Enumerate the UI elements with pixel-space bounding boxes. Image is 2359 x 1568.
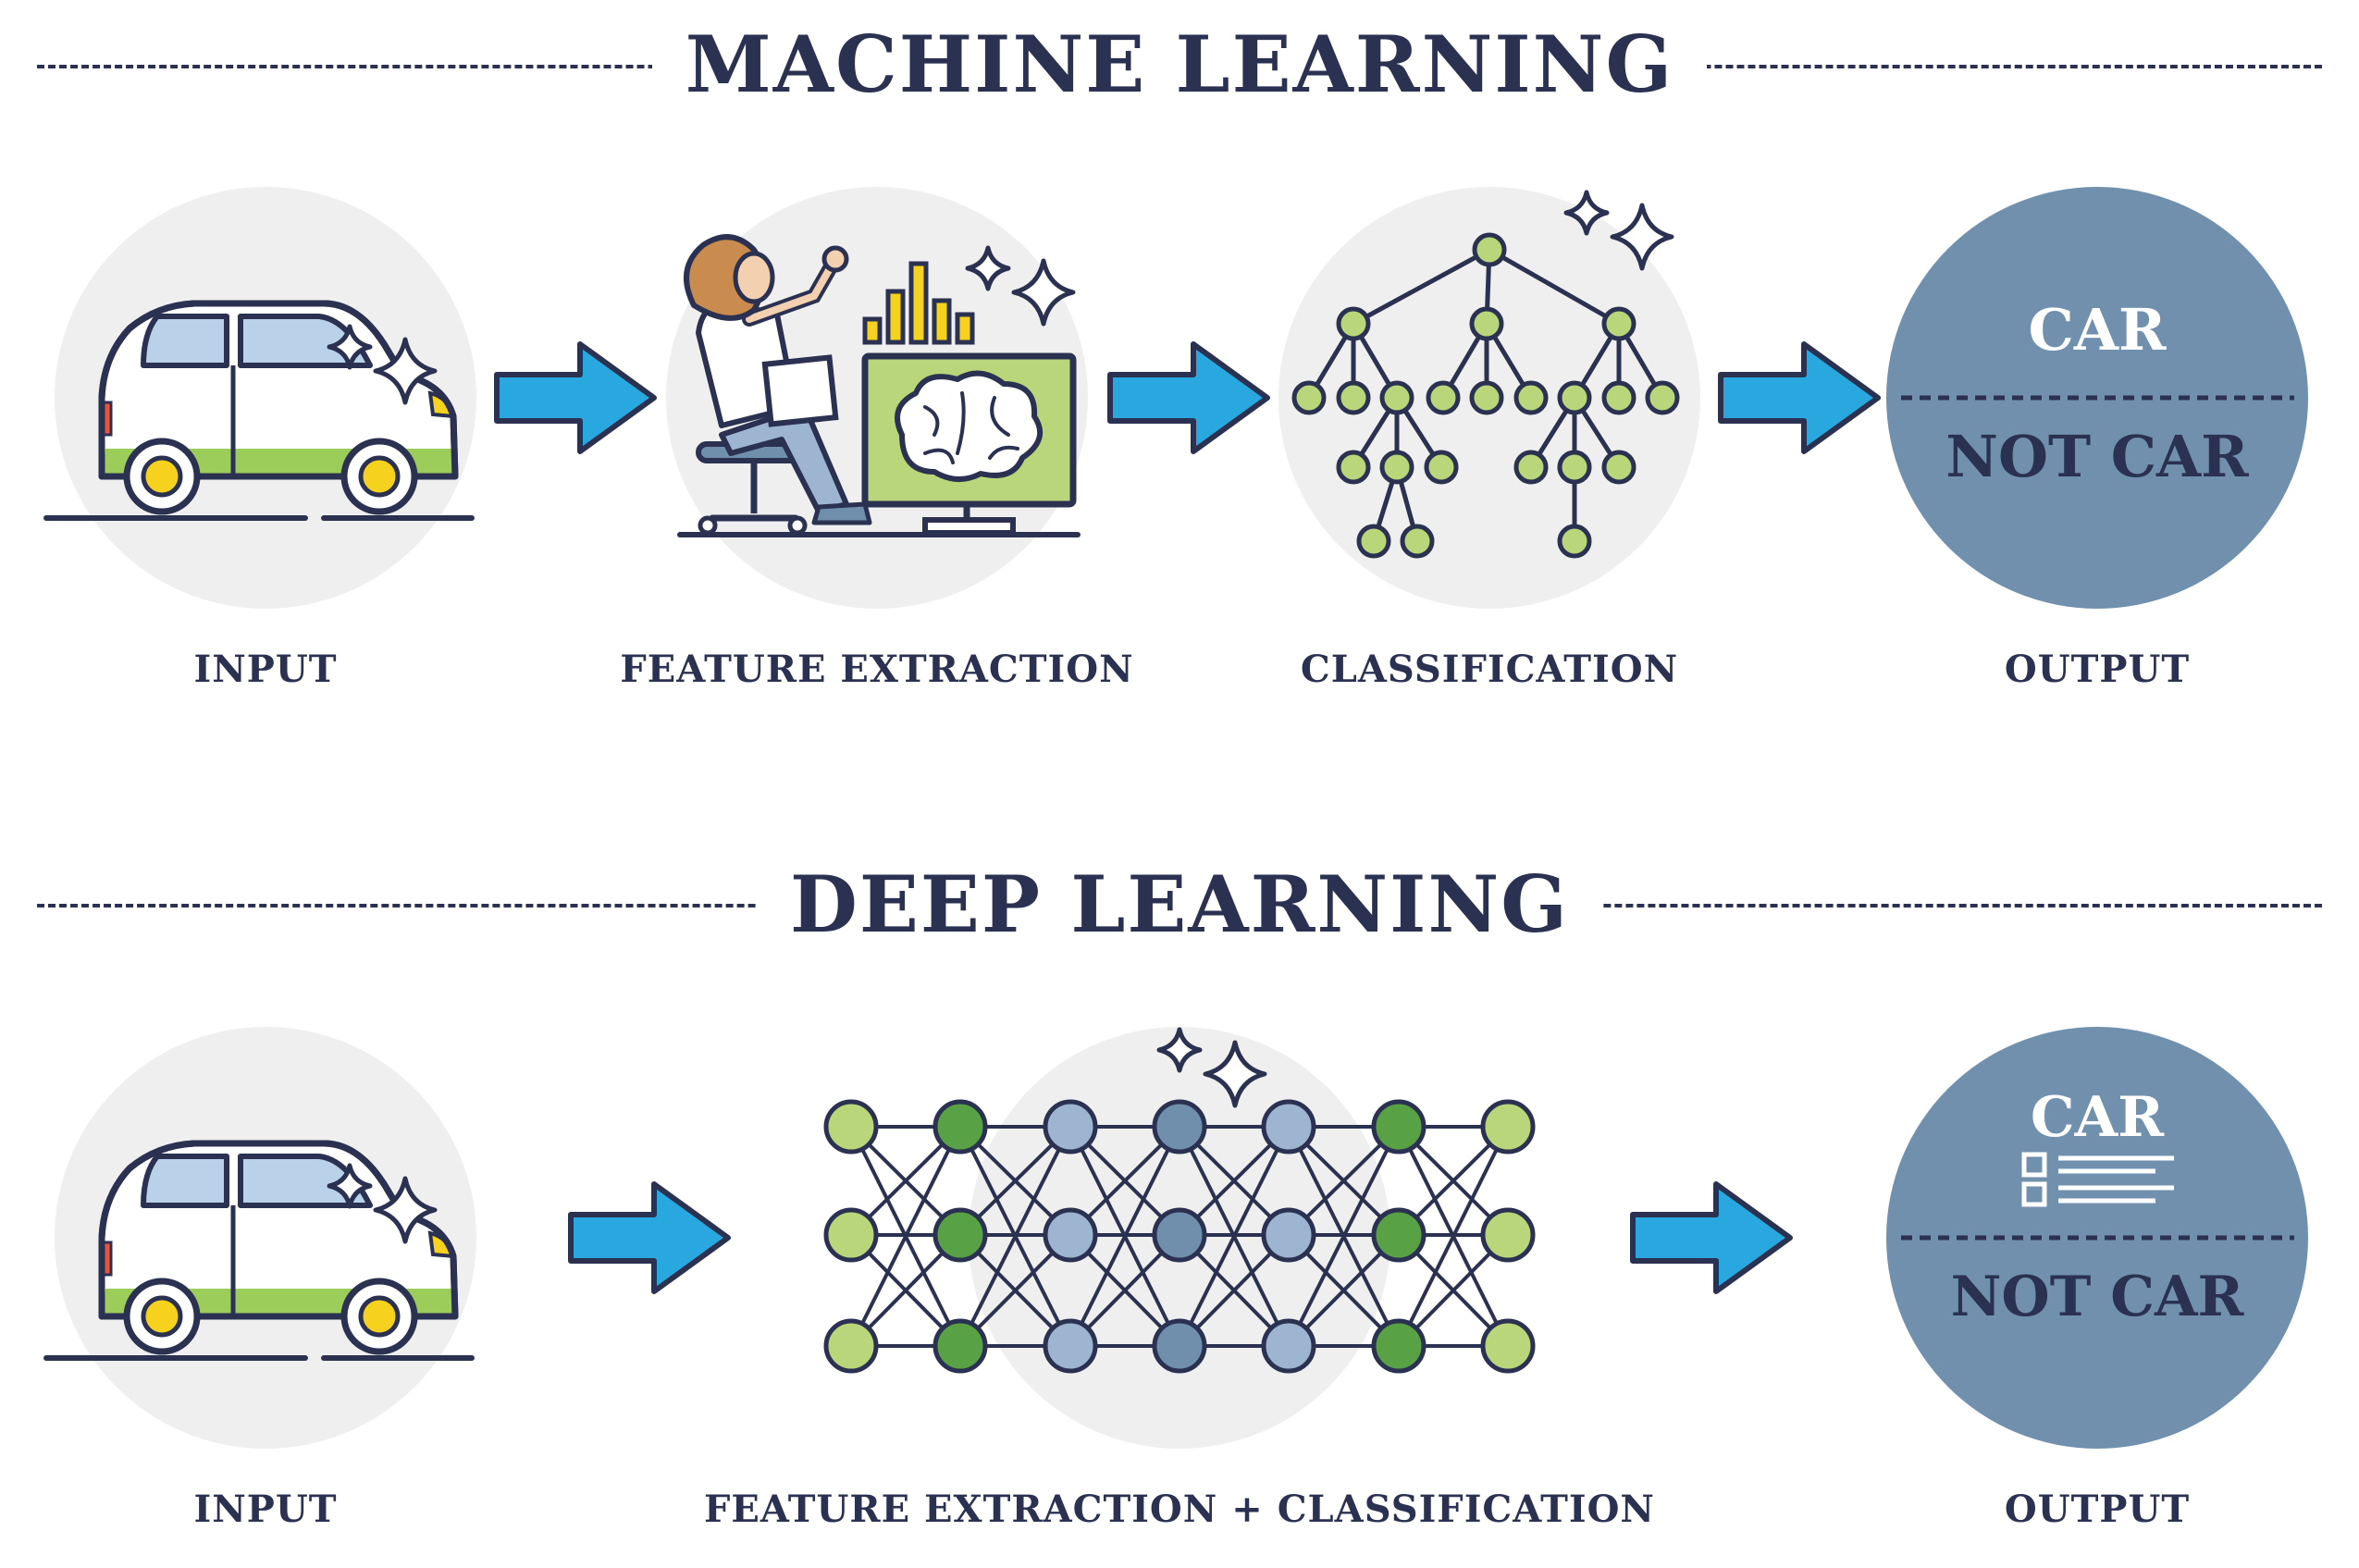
network-node [1043,1318,1098,1374]
network-edge [958,1126,1072,1347]
dl-output-not-car-text: NOT CAR [1951,1265,2245,1329]
tree-node [1557,380,1592,415]
tree-node [1336,380,1371,415]
network-edge [1068,1126,1181,1347]
network-node [1261,1318,1316,1374]
tree-node [1426,380,1461,415]
tree-node [1601,450,1636,485]
tree-node [1336,450,1371,485]
tree-node [1424,450,1459,485]
network-node [1371,1318,1427,1374]
tree-node [1379,450,1414,485]
network-node [932,1099,988,1154]
dl-feature-classification-caption: FEATURE EXTRACTION + CLASSIFICATION [704,1488,1655,1531]
dl-output-caption: OUTPUT [2004,1488,2191,1531]
dl-title: DEEP LEARNING [0,858,2359,951]
network-node [1371,1207,1427,1263]
ml-output-caption: OUTPUT [2004,648,2191,691]
ml-arrow-3-icon [1721,344,1878,451]
tree-node [1557,450,1592,485]
person-at-monitor-icon [677,234,1081,537]
tree-node [1472,232,1507,267]
ml-feature-extraction-caption: FEATURE EXTRACTION [620,648,1134,691]
ml-classification-caption: CLASSIFICATION [1300,648,1679,691]
checklist-icon [2021,1152,2174,1207]
network-node [1152,1099,1207,1154]
network-edge [849,1126,962,1347]
ml-title-text: MACHINE LEARNING [651,19,1708,110]
dl-output-car-text: CAR [2031,1085,2165,1150]
ml-output-not-car-text: NOT CAR [1945,423,2249,490]
tree-node [1601,306,1636,341]
network-node [1152,1318,1207,1374]
network-node [1043,1099,1098,1154]
decision-tree-icon [1291,232,1680,559]
tree-node [1400,524,1435,559]
dl-title-text: DEEP LEARNING [757,858,1602,950]
neural-network-icon [823,1099,1536,1374]
tree-edge [1352,247,1491,327]
tree-node [1356,524,1391,559]
ml-input-caption: INPUT [193,648,338,691]
network-node [823,1207,879,1263]
tree-node [1513,450,1549,485]
tree-node [1336,306,1371,341]
tree-node [1645,380,1680,415]
network-node [1152,1207,1207,1263]
network-node [1480,1318,1536,1374]
dl-arrow-2-icon [1633,1184,1790,1291]
network-edge [1178,1126,1291,1347]
network-node [932,1318,988,1374]
tree-node [1601,380,1636,415]
network-node [932,1207,988,1263]
network-node [1043,1207,1098,1263]
dl-input-caption: INPUT [193,1488,338,1531]
network-edge [1397,1126,1510,1347]
dl-arrow-1-icon [571,1184,728,1291]
network-node [1371,1099,1427,1154]
network-edge [1287,1126,1401,1347]
network-node [1261,1207,1316,1263]
network-node [1480,1099,1536,1154]
ml-arrow-1-icon [497,344,654,451]
tree-node [1557,524,1592,559]
tree-node [1291,380,1327,415]
tree-node [1379,380,1414,415]
tree-node [1469,306,1504,341]
ml-output-car-text: CAR [2029,296,2167,364]
ml-title: MACHINE LEARNING [0,19,2359,111]
network-node [823,1318,879,1374]
tree-node [1469,380,1504,415]
ml-arrow-2-icon [1110,344,1267,451]
network-node [1480,1207,1536,1263]
tree-node [1513,380,1549,415]
network-node [823,1099,879,1154]
network-node [1261,1099,1316,1154]
tree-edge [1488,247,1621,327]
